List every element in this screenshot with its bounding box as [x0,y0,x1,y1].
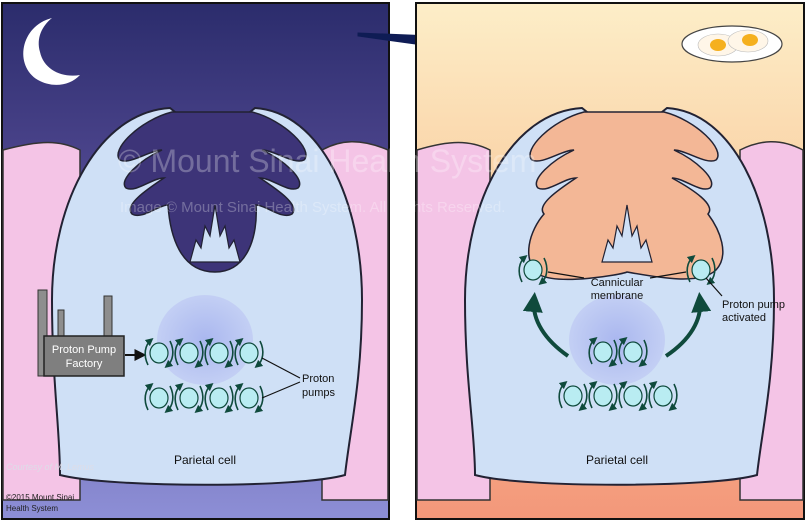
right-panel: Cannicular membrane Proton pump activate… [415,2,805,520]
copyright-line2: Health System [6,504,58,513]
nucleus-day [569,295,665,385]
proton-pumps-left [144,337,264,414]
canaliculus-day [528,111,724,281]
proton-pump-icon [234,337,264,369]
proton-pump-icon [174,382,204,414]
proton-pumps-right [558,336,678,412]
membrane-label-line2: membrane [591,290,644,302]
watermark: © Mount Sinai Health System Image © Moun… [118,143,536,216]
proton-pump-icon [588,380,618,412]
activated-pointer [705,277,723,297]
canal-ridge [189,204,241,263]
membrane-label-line1: Cannicular [591,277,644,289]
watermark-line2: Image © Mount Sinai Health System. All R… [120,199,505,216]
proton-pump-icon [518,254,548,286]
proton-pump-icon [648,380,678,412]
proton-pump-icon [144,382,174,414]
proton-pump-icon [204,337,234,369]
proton-pump-icon [204,382,234,414]
translocation-arrow-left [522,292,570,358]
proton-pump-icon [234,382,264,414]
artist-signature: Courtesy of M. Lemus [6,462,95,472]
right-cell-label: Parietal cell [586,453,648,467]
pumps-label-line1: Proton [302,373,334,385]
translocation-arrow-right [664,292,712,358]
moon-icon [23,18,81,85]
nucleus [157,295,253,385]
proton-pump-icon [144,337,174,369]
left-panel: Proton Pump Factory Proton pumps Parieta… [1,2,390,520]
canaliculus-night [117,111,307,273]
proton-pump-icon [686,254,716,286]
proton-pump-icon [618,380,648,412]
proton-pumps-activated [518,254,716,286]
proton-pump-icon [174,337,204,369]
proton-pump-icon [588,336,618,368]
canal-ridge-day [601,204,653,263]
factory-label-line2: Factory [66,358,103,370]
factory-icon [37,289,125,377]
pump-pointer-2 [261,381,301,399]
activated-label-line2: activated [722,312,766,324]
fried-eggs-icon [681,25,783,63]
factory-label-line1: Proton Pump [52,344,116,356]
membrane-pointer-left [547,271,585,279]
activated-label-line1: Proton pump [722,299,785,311]
proton-pump-icon [618,336,648,368]
pumps-label-line2: pumps [302,387,336,399]
watermark-line1: © Mount Sinai Health System [118,143,536,179]
pump-pointer-1 [261,357,301,379]
proton-pump-icon [558,380,588,412]
left-cell-label: Parietal cell [174,453,236,467]
copyright-line1: ©2015 Mount Sinai [6,493,74,502]
membrane-pointer-right [649,271,687,279]
